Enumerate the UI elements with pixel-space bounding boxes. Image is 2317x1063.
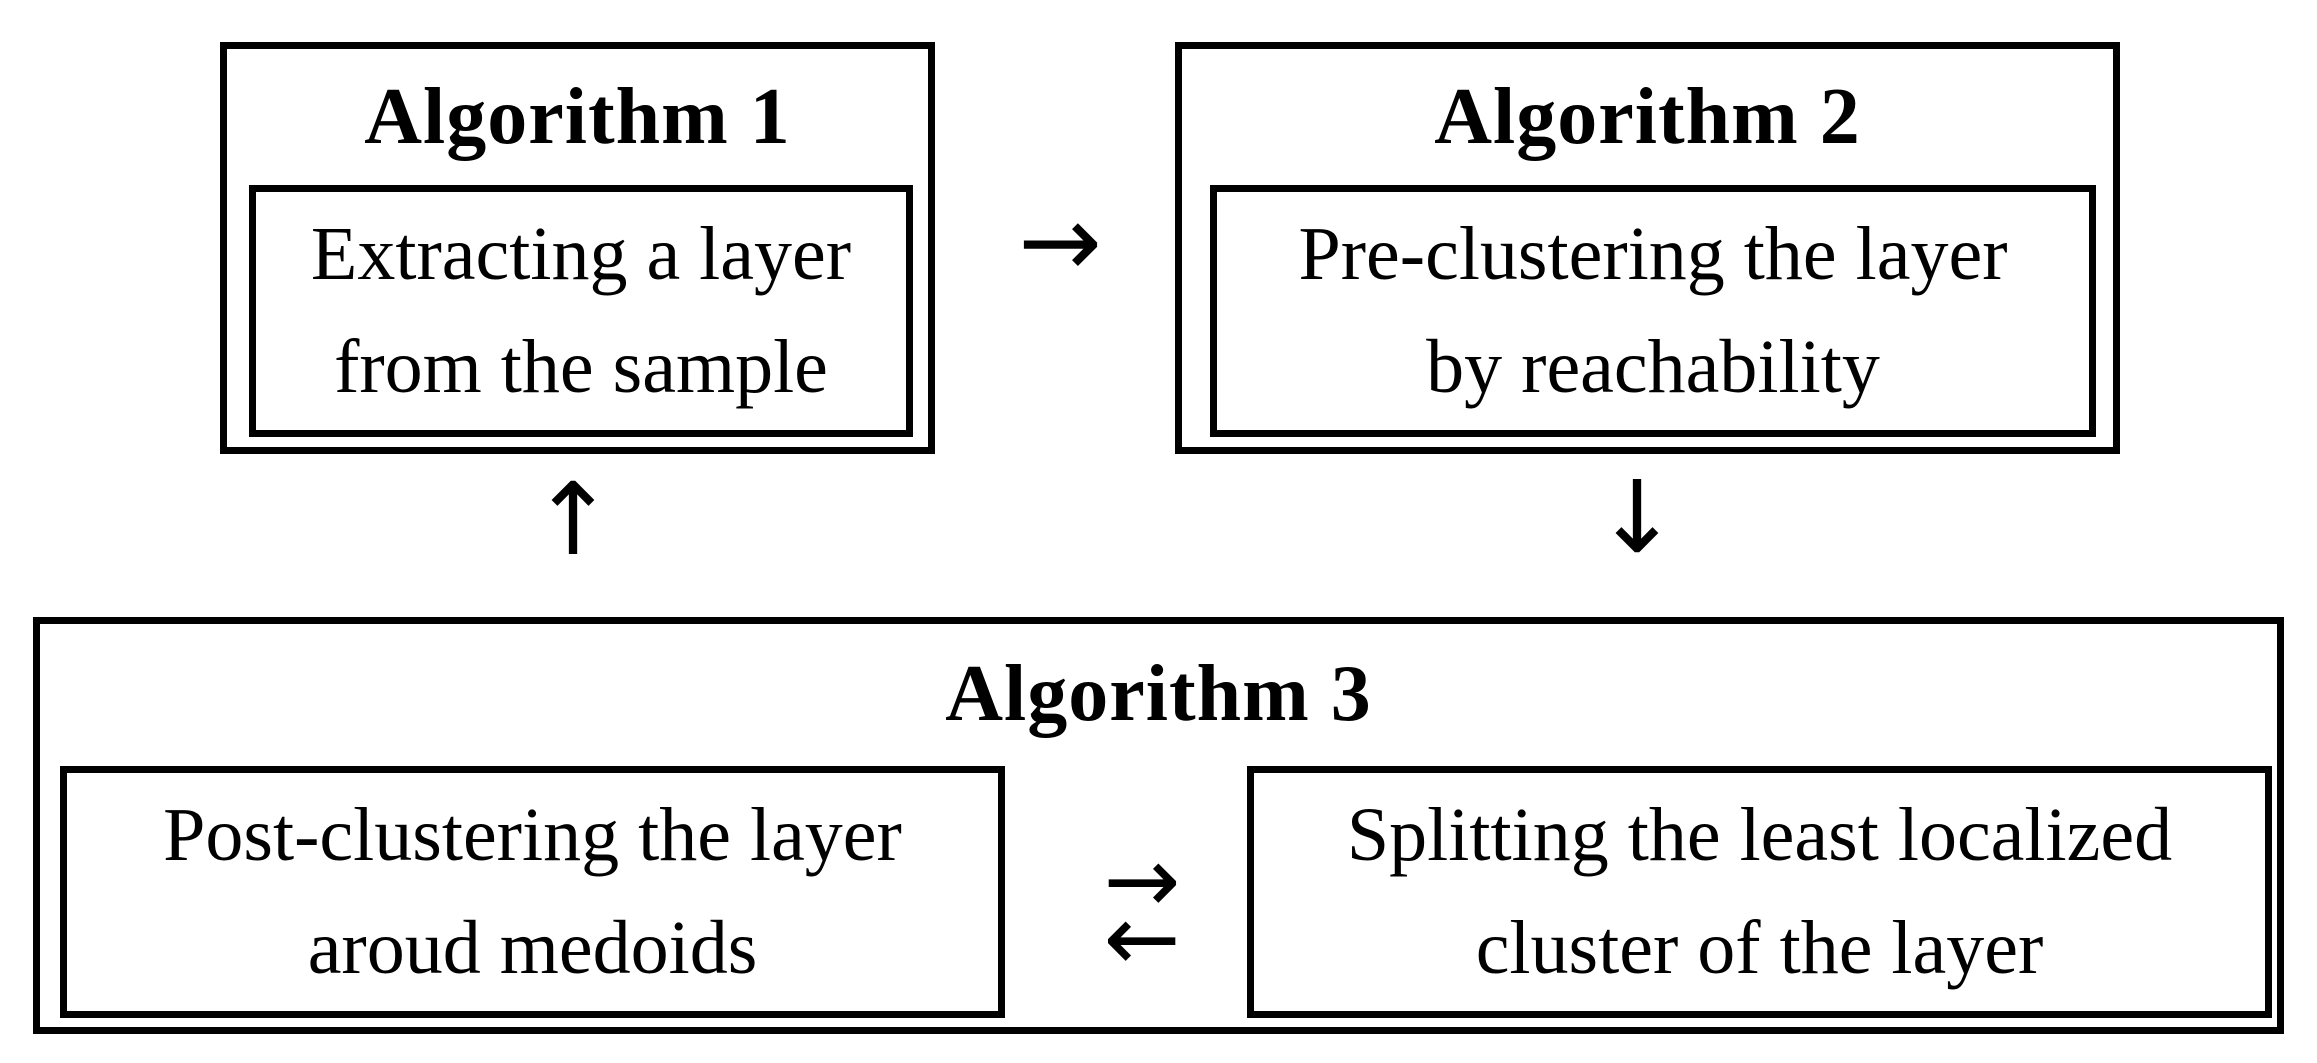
algorithm3-left-step-box: Post-clustering the layer aroud medoids xyxy=(60,766,1005,1018)
algorithm1-step-line1: Extracting a layer xyxy=(310,212,852,296)
algorithm2-step-box: Pre-clustering the layer by reachability xyxy=(1210,185,2096,437)
algorithm3-left-step-line1: Post-clustering the layer xyxy=(163,793,902,877)
algorithm2-title: Algorithm 2 xyxy=(1434,72,1861,161)
arrow-right-icon: → xyxy=(1018,183,1102,300)
algorithm1-title: Algorithm 1 xyxy=(364,72,791,161)
arrow-up-icon: ↑ xyxy=(531,461,615,578)
algorithm3-right-step-line1: Splitting the least localized xyxy=(1346,793,2173,877)
algorithm1-step-box: Extracting a layer from the sample xyxy=(249,185,913,437)
algorithm3-right-step-box: Splitting the least localized cluster of… xyxy=(1247,766,2272,1018)
algorithm3-title: Algorithm 3 xyxy=(945,649,1372,738)
algorithm2-step-line2: by reachability xyxy=(1426,325,1880,409)
algorithm2-step-line1: Pre-clustering the layer xyxy=(1298,212,2008,296)
algorithm1-step-line2: from the sample xyxy=(334,325,828,409)
algorithm2-box: Algorithm 2 Pre-clustering the layer by … xyxy=(1175,42,2120,454)
arrow-exchange-backward-icon: ← xyxy=(1103,885,1181,992)
arrow-down-icon: ↓ xyxy=(1595,459,1679,576)
algorithm1-box: Algorithm 1 Extracting a layer from the … xyxy=(220,42,935,454)
algorithm3-box: Algorithm 3 Post-clustering the layer ar… xyxy=(33,617,2284,1034)
algorithm3-right-step-line2: cluster of the layer xyxy=(1475,906,2044,990)
algorithm3-left-step-line2: aroud medoids xyxy=(307,906,758,990)
arrow-exchange-icon: → ← xyxy=(1072,835,1212,992)
